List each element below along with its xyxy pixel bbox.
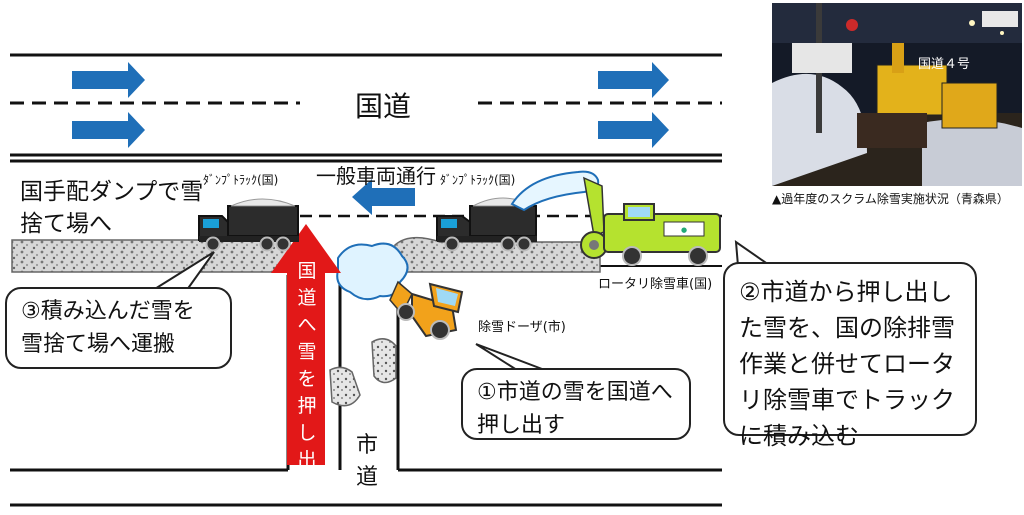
dump-truck-left-label: ﾀﾞﾝﾌﾟﾄﾗｯｸ(国): [203, 173, 279, 187]
photo-scene: [772, 3, 1022, 186]
push-arrow-label: 国道へ雪を押し出す: [297, 260, 317, 498]
traffic-arrow-lower-right: [598, 112, 669, 148]
callout-step1: ①市道の雪を国道へ押し出す: [461, 368, 691, 440]
traffic-arrow-upper-right: [598, 62, 669, 98]
traffic-arrows: [72, 62, 669, 215]
scrum-snow-removal-photo: 国道４号: [772, 3, 1022, 186]
city-road-label: 市道: [355, 433, 378, 490]
traffic-arrow-upper-left: [72, 62, 145, 98]
snow-dozer-label: 除雪ドーザ(市): [478, 320, 566, 335]
push-arrow: [271, 224, 341, 465]
callout-step3: ③積み込んだ雪を雪捨て場へ運搬: [5, 287, 232, 369]
callout-step2: ②市道から押し出した雪を、国の除排雪作業と併せてロータリ除雪車でトラックに積み込…: [723, 262, 977, 450]
rotary-snow-blower: ●: [510, 170, 721, 266]
kuni-dump-note: 国手配ダンプで雪捨て場へ: [20, 179, 204, 237]
photo-overlay-label: 国道４号: [918, 57, 971, 72]
photo-caption: ▲過年度のスクラム除雪実施状況（青森県）: [772, 192, 1009, 206]
general-traffic-arrow: [352, 179, 415, 215]
general-traffic-label: 一般車両通行: [316, 164, 436, 188]
snow-dozer: [389, 280, 464, 340]
snow-banks: [11, 236, 601, 407]
dump-truck-left: [198, 198, 299, 252]
svg-text:●: ●: [681, 226, 687, 234]
national-road-label: 国道: [355, 90, 412, 123]
traffic-arrow-lower-left: [72, 112, 145, 148]
dump-truck-right-label: ﾀﾞﾝﾌﾟﾄﾗｯｸ(国): [440, 173, 516, 187]
rotary-snow-blower-label: ロータリ除雪車(国): [598, 277, 713, 292]
pushed-snow-pile: [336, 242, 409, 301]
